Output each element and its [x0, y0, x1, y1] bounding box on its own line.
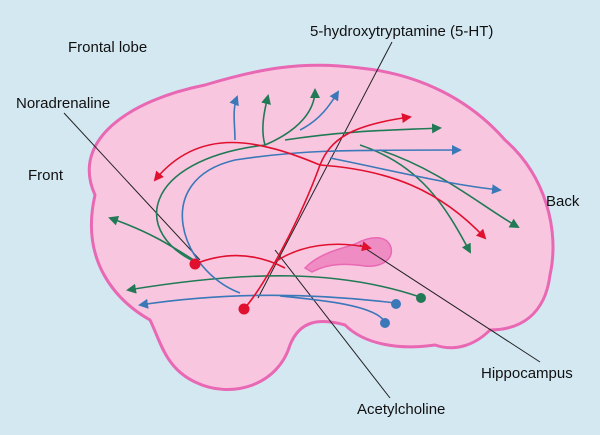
label-front: Front	[28, 167, 64, 184]
leader-serotonin	[257, 41, 393, 299]
acetylcholine-pathways	[138, 90, 502, 323]
acetylcholine-to-cortex-1	[229, 95, 239, 141]
label-noradrenaline: Noradrenaline	[16, 95, 111, 112]
serotonin-origin-dot-1	[238, 303, 250, 315]
noradrenaline-origin-dot	[416, 293, 426, 303]
acetylcholine-loop	[181, 145, 462, 294]
noradrenaline-to-cortex-1	[155, 94, 271, 265]
label-hippocampus: Hippocampus	[481, 365, 573, 382]
leader-noradrenaline	[63, 112, 201, 261]
serotonin-main-trunk	[243, 164, 321, 310]
acetylcholine-to-back	[329, 157, 502, 195]
serotonin-lower-branch	[194, 254, 286, 269]
noradrenaline-to-front	[108, 215, 201, 265]
acetylcholine-branch-low	[279, 295, 386, 323]
noradrenaline-pathways	[108, 88, 520, 298]
noradrenaline-to-cortex-3	[284, 123, 442, 141]
label-back: Back	[546, 193, 580, 210]
label-frontal-lobe: Frontal lobe	[68, 39, 148, 56]
noradrenaline-main	[126, 274, 421, 298]
noradrenaline-to-back-1	[359, 144, 471, 254]
serotonin-to-back	[319, 164, 487, 240]
noradrenaline-to-back-2	[379, 149, 520, 229]
serotonin-pathways	[153, 113, 487, 310]
label-acetylcholine: Acetylcholine	[357, 401, 446, 418]
acetylcholine-origin-dot-2	[380, 318, 390, 328]
serotonin-to-hippocampus	[274, 241, 372, 263]
leader-hippocampus	[359, 244, 541, 363]
serotonin-to-front	[153, 141, 321, 182]
serotonin-origin-dot-2	[189, 258, 201, 270]
noradrenaline-to-cortex-2	[264, 88, 320, 146]
label-serotonin: 5-hydroxytryptamine (5-HT)	[310, 23, 494, 40]
serotonin-to-cortex	[319, 113, 412, 166]
acetylcholine-to-cortex-2	[299, 90, 340, 131]
leader-lines	[63, 41, 541, 399]
acetylcholine-origin-dot-1	[391, 299, 401, 309]
leader-acetylcholine	[274, 249, 391, 399]
